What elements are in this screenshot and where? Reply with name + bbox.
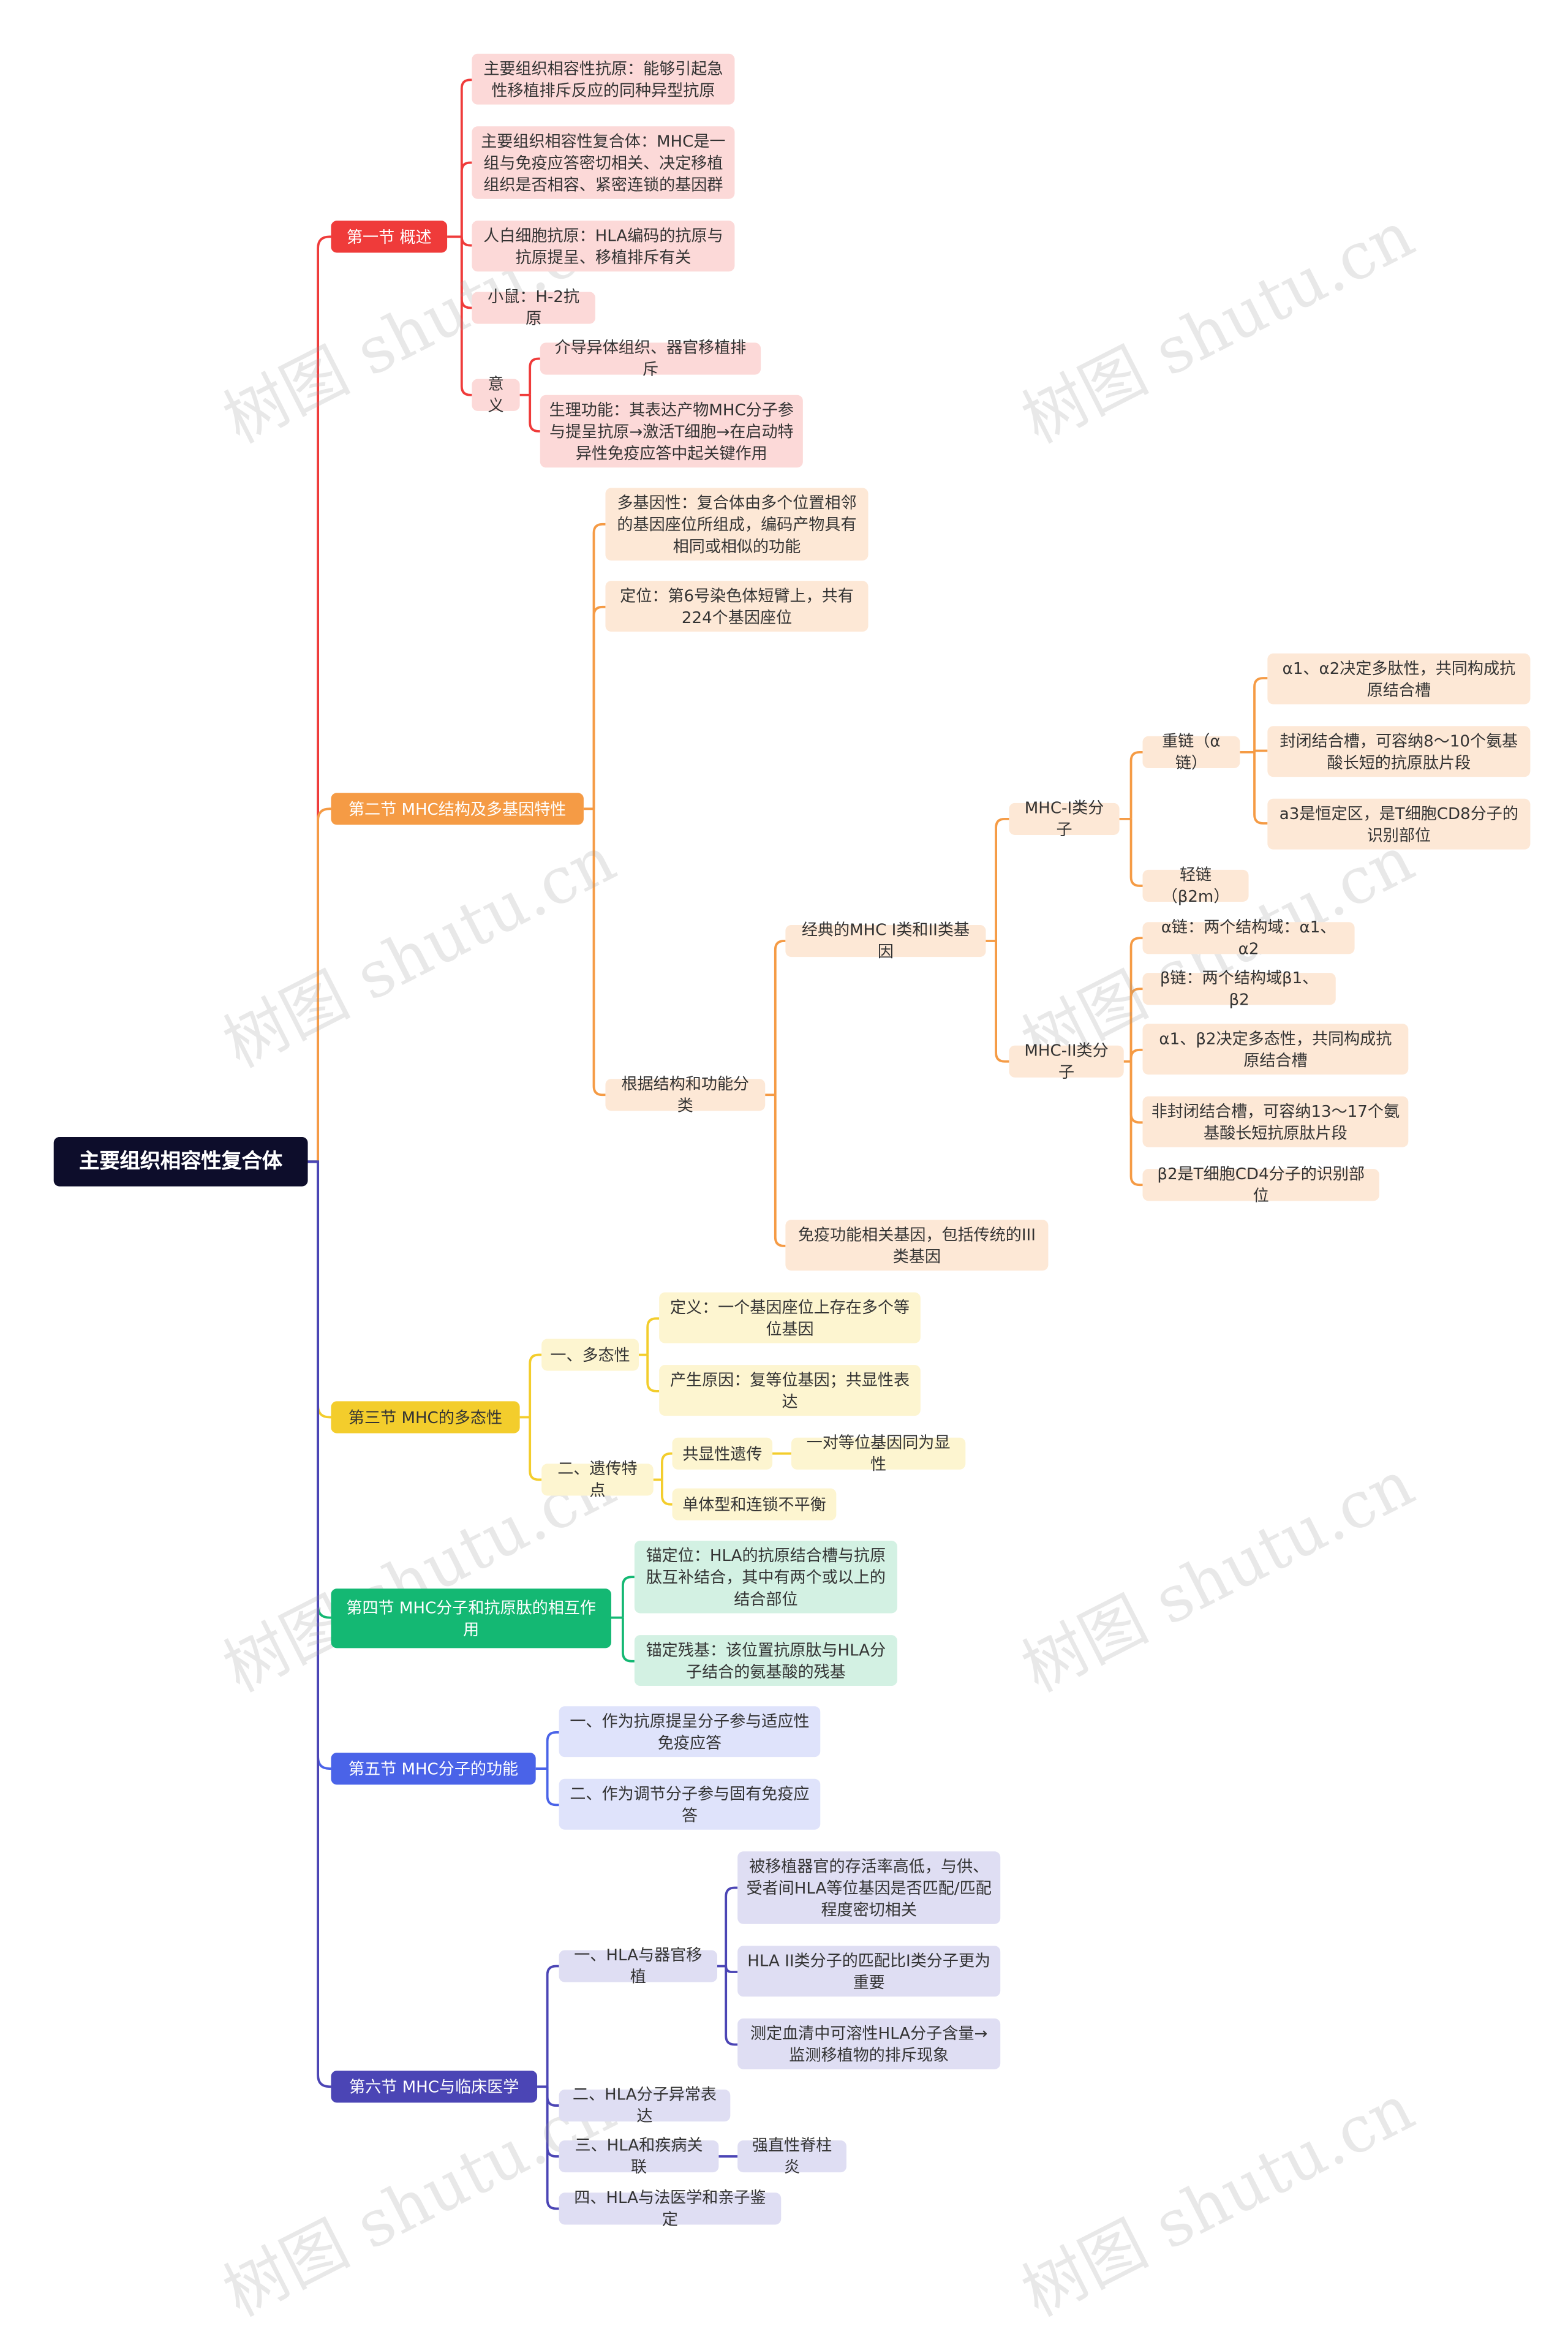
node-s4-anchor-site[interactable]: 锚定位：HLA的抗原结合槽与抗原肽互补结合，其中有两个或以上的结合部位 bbox=[634, 1540, 897, 1614]
mind-map-canvas: 树图 shutu.cn 树图 shutu.cn 树图 shutu.cn 树图 s… bbox=[53, 53, 1531, 2332]
connector bbox=[1253, 752, 1268, 825]
connector bbox=[546, 1731, 559, 1769]
node-s1-mouse-h2[interactable]: 小鼠：H-2抗原 bbox=[472, 287, 595, 328]
node-s3-haplotype[interactable]: 单体型和连锁不平衡 bbox=[672, 1488, 837, 1520]
connector bbox=[529, 357, 540, 395]
connector bbox=[592, 809, 606, 1097]
node-s2-class-iii[interactable]: 免疫功能相关基因，包括传统的III类基因 bbox=[785, 1220, 1049, 1271]
connector bbox=[1129, 818, 1143, 887]
connector bbox=[546, 2087, 559, 2210]
connector bbox=[592, 605, 606, 809]
connector bbox=[995, 818, 1009, 942]
connector bbox=[725, 1886, 738, 1966]
connector bbox=[307, 807, 331, 1163]
connector bbox=[1129, 1061, 1143, 1187]
node-s3-definition[interactable]: 定义：一个基因座位上存在多个等位基因 bbox=[659, 1292, 921, 1343]
node-s1-transplant-rejection[interactable]: 介导异体组织、器官移植排斥 bbox=[540, 338, 761, 379]
section-5-function[interactable]: 第五节 MHC分子的功能 bbox=[331, 1753, 536, 1785]
node-mhc-i[interactable]: MHC-I类分子 bbox=[1009, 799, 1120, 839]
node-s6-abnormal-expression[interactable]: 二、HLA分子异常表达 bbox=[559, 2085, 731, 2126]
node-s1-antigen-definition[interactable]: 主要组织相容性抗原：能够引起急性移植排斥反应的同种异型抗原 bbox=[472, 53, 735, 105]
connector bbox=[460, 236, 472, 309]
node-s4-anchor-residue[interactable]: 锚定残基：该位置抗原肽与HLA分子结合的氨基酸的残基 bbox=[634, 1635, 897, 1686]
connector bbox=[1129, 988, 1143, 1062]
node-s2-polygenic[interactable]: 多基因性：复合体由多个位置相邻的基因座位所组成，编码产物具有相同或相似的功能 bbox=[605, 488, 869, 561]
connector bbox=[529, 1353, 542, 1418]
node-heavy-chain[interactable]: 重链（α链） bbox=[1142, 732, 1240, 772]
node-s5-innate[interactable]: 二、作为调节分子参与固有免疫应答 bbox=[559, 1778, 821, 1830]
connector bbox=[546, 1965, 559, 2087]
node-s1-significance[interactable]: 意义 bbox=[472, 375, 520, 415]
connector bbox=[307, 235, 331, 1163]
connector bbox=[307, 1160, 331, 1619]
connector bbox=[529, 1417, 542, 1481]
connector bbox=[546, 2087, 559, 2107]
connector bbox=[1129, 937, 1143, 1062]
node-s3-both-dominant[interactable]: 一对等位基因同为显性 bbox=[791, 1433, 966, 1474]
node-alpha12-groove[interactable]: α1、α2决定多肽性，共同构成抗原结合槽 bbox=[1267, 653, 1531, 704]
node-alpha-chain[interactable]: α链：两个结构域：α1、α2 bbox=[1142, 918, 1355, 958]
node-s1-hla[interactable]: 人白细胞抗原：HLA编码的抗原与抗原提呈、移植排斥有关 bbox=[472, 221, 735, 272]
connector bbox=[529, 395, 540, 432]
node-a3-cd8[interactable]: a3是恒定区，是T细胞CD8分子的识别部位 bbox=[1267, 798, 1531, 850]
connector bbox=[307, 1160, 331, 1770]
connector bbox=[546, 2087, 559, 2158]
connector bbox=[725, 1966, 738, 2046]
connector bbox=[460, 236, 472, 396]
connector bbox=[725, 1966, 738, 1973]
node-beta2-cd4[interactable]: β2是T细胞CD4分子的识别部位 bbox=[1142, 1165, 1379, 1205]
section-4-interaction[interactable]: 第四节 MHC分子和抗原肽的相互作用 bbox=[331, 1588, 611, 1649]
connector bbox=[622, 1576, 635, 1618]
node-mhc-ii[interactable]: MHC-II类分子 bbox=[1009, 1041, 1124, 1082]
node-s2-classification[interactable]: 根据结构和功能分类 bbox=[605, 1074, 766, 1115]
connector bbox=[995, 941, 1009, 1063]
connector bbox=[460, 161, 472, 237]
node-beta-chain[interactable]: β链：两个结构域β1、β2 bbox=[1142, 969, 1336, 1009]
connector bbox=[661, 1452, 673, 1480]
node-open-groove[interactable]: 非封闭结合槽，可容纳13～17个氨基酸长短抗原肽片段 bbox=[1142, 1096, 1409, 1147]
node-s1-complex-definition[interactable]: 主要组织相容性复合体：MHC是一组与免疫应答密切相关、决定移植组织是否相容、紧密… bbox=[472, 126, 735, 199]
connector bbox=[1129, 1048, 1143, 1062]
connector bbox=[460, 78, 472, 237]
connector-lines bbox=[307, 78, 1268, 2210]
node-s2-classical-genes[interactable]: 经典的MHC I类和II类基因 bbox=[785, 921, 986, 961]
connector bbox=[1253, 677, 1268, 752]
section-3-polymorphism[interactable]: 第三节 MHC的多态性 bbox=[331, 1401, 520, 1433]
connector bbox=[460, 236, 472, 247]
section-1-overview[interactable]: 第一节 概述 bbox=[331, 221, 448, 253]
connector bbox=[307, 1160, 331, 1419]
connector bbox=[774, 1095, 786, 1247]
node-s2-location[interactable]: 定位：第6号染色体短臂上，共有224个基因座位 bbox=[605, 581, 869, 632]
node-s3-polymorphism[interactable]: 一、多态性 bbox=[541, 1339, 639, 1371]
root-topic[interactable]: 主要组织相容性复合体 bbox=[53, 1137, 308, 1187]
section-2-structure[interactable]: 第二节 MHC结构及多基因特性 bbox=[331, 793, 584, 825]
node-s6-class-ii-matching[interactable]: HLA II类分子的匹配比I类分子更为重要 bbox=[737, 1946, 1001, 1997]
section-6-clinical[interactable]: 第六节 MHC与临床医学 bbox=[331, 2071, 538, 2103]
node-s3-codominant[interactable]: 共显性遗传 bbox=[672, 1437, 773, 1470]
connector bbox=[307, 1160, 331, 2088]
node-light-chain[interactable]: 轻链（β2m） bbox=[1142, 866, 1249, 906]
connector bbox=[1129, 1061, 1143, 1124]
node-s6-transplant[interactable]: 一、HLA与器官移植 bbox=[559, 1946, 717, 1987]
connector bbox=[646, 1317, 660, 1355]
node-s6-ankylosing-spondylitis[interactable]: 强直性脊柱炎 bbox=[737, 2136, 846, 2177]
node-closed-groove[interactable]: 封闭结合槽，可容纳8～10个氨基酸长短的抗原肽片段 bbox=[1267, 726, 1531, 777]
node-s6-soluble-hla[interactable]: 测定血清中可溶性HLA分子含量→监测移植物的排斥现象 bbox=[737, 2018, 1001, 2069]
node-s3-inheritance[interactable]: 二、遗传特点 bbox=[541, 1459, 654, 1500]
connector bbox=[546, 1769, 559, 1807]
connector bbox=[774, 940, 786, 1095]
connector bbox=[1253, 749, 1268, 752]
connector bbox=[1129, 750, 1143, 819]
connector bbox=[622, 1617, 635, 1663]
connector bbox=[646, 1354, 660, 1392]
node-s6-forensic[interactable]: 四、HLA与法医学和亲子鉴定 bbox=[559, 2188, 782, 2229]
node-s5-adaptive[interactable]: 一、作为抗原提呈分子参与适应性免疫应答 bbox=[559, 1706, 821, 1758]
node-s1-physiological-function[interactable]: 生理功能：其表达产物MHC分子参与提呈抗原→激活T细胞→在启动特异性免疫应答中起… bbox=[540, 395, 803, 468]
node-s6-disease[interactable]: 三、HLA和疾病关联 bbox=[559, 2136, 719, 2177]
connector bbox=[592, 523, 606, 809]
node-s6-survival[interactable]: 被移植器官的存活率高低，与供、受者间HLA等位基因是否匹配/匹配程度密切相关 bbox=[737, 1851, 1001, 1924]
node-s3-cause[interactable]: 产生原因：复等位基因；共显性表达 bbox=[659, 1365, 921, 1416]
connector bbox=[661, 1479, 673, 1506]
node-alpha1-beta2-groove[interactable]: α1、β2决定多态性，共同构成抗原结合槽 bbox=[1142, 1024, 1409, 1075]
